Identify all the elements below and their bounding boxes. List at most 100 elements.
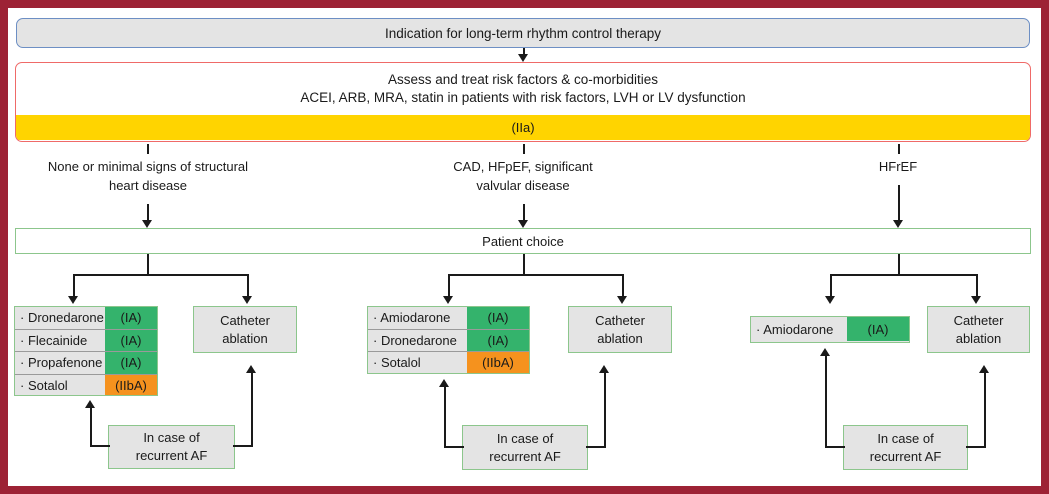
catheter-ablation-middle-line-2: ablation [597, 330, 643, 346]
connector-right-to-patient-choice [898, 185, 901, 224]
arrow-left-to-ablation [241, 296, 252, 304]
recurrent-af-middle-line-1: In case of [496, 430, 554, 446]
branch-stub-left [147, 144, 150, 154]
catheter-ablation-box-middle: Catheter ablation [568, 306, 672, 353]
connector-right-recurrent-to-drugs-stem [825, 355, 828, 448]
drug-class-of-recommendation: (IA) [105, 307, 157, 329]
drug-name: · Amiodarone [368, 307, 467, 329]
drug-class-of-recommendation: (IA) [105, 329, 157, 351]
connector-middle-to-patient-choice [523, 204, 526, 224]
assess-line-2: ACEI, ARB, MRA, statin in patients with … [300, 90, 746, 105]
recurrent-af-right-line-2: recurrent AF [869, 448, 942, 464]
drug-name: · Sotalol [15, 374, 105, 395]
drug-name: · Amiodarone [751, 317, 847, 341]
arrow-left-recurrent-to-drugs [85, 400, 96, 408]
branch-middle-line-2: valvular disease [476, 178, 570, 193]
drug-row: · Propafenone(IA) [15, 352, 157, 375]
recurrent-af-left-line-1: In case of [143, 430, 200, 445]
drug-name: · Sotalol [368, 352, 467, 373]
branch-middle-line-1: CAD, HFpEF, significant [453, 159, 593, 174]
branch-left-line-1: None or minimal signs of structural [47, 159, 249, 174]
connector-right-split-bar [830, 274, 978, 277]
connector-middle-recurrent-to-drugs-bar [444, 446, 464, 449]
catheter-ablation-box-right: Catheter ablation [927, 306, 1030, 353]
catheter-ablation-left-line-2: ablation [222, 330, 268, 346]
connector-left-split-down-a [73, 274, 76, 298]
branch-label-middle: CAD, HFpEF, significant valvular disease [408, 157, 638, 195]
recurrent-af-right-line-1: In case of [877, 430, 934, 446]
drug-class-of-recommendation: (IA) [105, 352, 157, 374]
drug-class-of-recommendation: (IA) [847, 317, 909, 341]
drug-row: · Amiodarone(IA) [368, 307, 529, 330]
branch-label-left: None or minimal signs of structural hear… [28, 157, 268, 195]
connector-middle-recurrent-to-ablation-stem [603, 372, 606, 448]
drug-table-right: · Amiodarone(IA) [750, 316, 910, 343]
drug-row: · Amiodarone(IA) [751, 317, 909, 341]
connector-left-recurrent-to-drugs-bar [90, 445, 110, 448]
patient-choice-label: Patient choice [482, 233, 564, 249]
drug-row: · Dronedarone(IA) [368, 329, 529, 352]
drug-name: · Propafenone [15, 352, 105, 374]
indication-title-box: Indication for long-term rhythm control … [16, 18, 1030, 48]
drug-class-of-recommendation: (IA) [467, 307, 529, 329]
connector-middle-split-stem [523, 254, 526, 276]
recurrent-af-box-left: In case of recurrent AF [108, 425, 235, 469]
arrow-left-recurrent-to-ablation [245, 365, 256, 373]
catheter-ablation-left-line-1: Catheter [220, 312, 270, 328]
connector-left-recurrent-to-ablation-bar [233, 445, 253, 448]
connector-right-recurrent-to-drugs-bar [825, 446, 845, 449]
branch-right-line-1: HFrEF [878, 159, 918, 174]
connector-right-recurrent-to-ablation-bar [966, 446, 986, 449]
drug-row: · Dronedarone(IA) [15, 307, 157, 330]
branch-stub-right [898, 144, 901, 154]
catheter-ablation-box-left: Catheter ablation [193, 306, 297, 353]
arrow-right-recurrent-to-ablation [978, 365, 989, 373]
arrow-middle-recurrent-to-ablation [598, 365, 609, 373]
connector-middle-split-bar [448, 274, 624, 277]
indication-title-text: Indication for long-term rhythm control … [384, 25, 662, 41]
arrow-left-to-patient-choice [142, 220, 153, 228]
connector-left-to-patient-choice [147, 204, 150, 224]
arrow-middle-to-drugs [443, 296, 454, 304]
drug-row: · Sotalol(IIbA) [15, 374, 157, 395]
assess-line-1: Assess and treat risk factors & co-morbi… [387, 72, 659, 87]
drug-table-middle: · Amiodarone(IA)· Dronedarone(IA)· Sotal… [367, 306, 530, 374]
drug-row: · Sotalol(IIbA) [368, 352, 529, 373]
drug-class-of-recommendation: (IIbA) [467, 352, 529, 373]
arrow-right-to-ablation [970, 296, 981, 304]
assess-text-block: Assess and treat risk factors & co-morbi… [16, 63, 1030, 115]
connector-right-split-down-b [975, 274, 978, 298]
recurrent-af-middle-line-2: recurrent AF [489, 448, 561, 464]
connector-middle-split-down-a [448, 274, 451, 298]
connector-right-recurrent-to-ablation-stem [983, 372, 986, 448]
connector-right-split-stem [898, 254, 901, 276]
drug-table-left: · Dronedarone(IA)· Flecainide(IA)· Propa… [14, 306, 158, 396]
patient-choice-box: Patient choice [15, 228, 1031, 254]
connector-left-split-bar [73, 274, 249, 277]
catheter-ablation-right-line-2: ablation [955, 330, 1002, 346]
connector-left-recurrent-to-ablation-stem [250, 372, 253, 447]
arrow-right-recurrent-to-drugs [820, 348, 831, 356]
drug-name: · Dronedarone [368, 329, 467, 351]
assess-class-of-recommendation: (IIa) [16, 115, 1030, 140]
connector-left-split-stem [147, 254, 150, 276]
arrow-right-to-drugs [825, 296, 836, 304]
connector-middle-recurrent-to-drugs-stem [444, 386, 447, 448]
connector-title-to-assess [523, 48, 526, 56]
arrow-middle-to-ablation [616, 296, 627, 304]
recurrent-af-left-line-2: recurrent AF [135, 448, 208, 463]
arrow-middle-recurrent-to-drugs [439, 379, 450, 387]
arrow-left-to-drugs [68, 296, 79, 304]
connector-middle-split-down-b [621, 274, 624, 298]
arrow-title-to-assess [518, 54, 528, 62]
drug-name: · Dronedarone [15, 307, 105, 329]
drug-name: · Flecainide [15, 329, 105, 351]
arrow-right-to-patient-choice [893, 220, 904, 228]
recurrent-af-box-right: In case of recurrent AF [843, 425, 968, 470]
figure-canvas: Indication for long-term rhythm control … [8, 8, 1041, 486]
catheter-ablation-middle-line-1: Catheter [595, 312, 645, 328]
branch-stub-middle [523, 144, 526, 154]
drug-class-of-recommendation: (IA) [467, 329, 529, 351]
branch-label-right: HFrEF [808, 157, 988, 176]
